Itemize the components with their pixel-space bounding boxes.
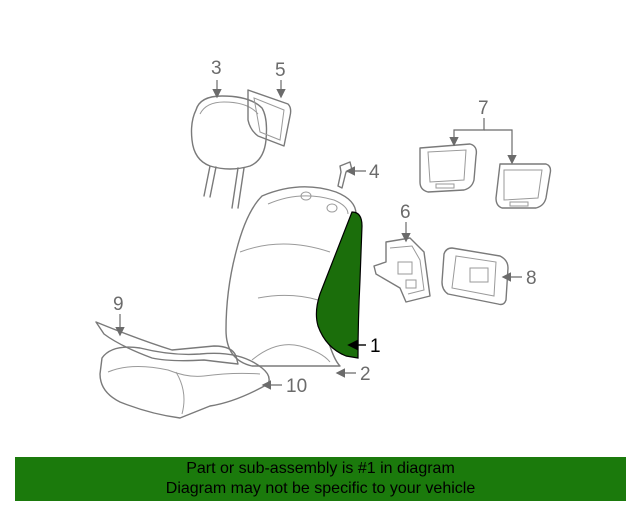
leader-lines	[115, 80, 522, 390]
callout-10: 10	[286, 376, 307, 397]
callout-7: 7	[478, 98, 489, 119]
notice-line-1: Part or sub-assembly is #1 in diagram	[186, 460, 455, 477]
monitor-left-part	[419, 143, 478, 193]
seat-back-part	[225, 186, 357, 367]
callout-6: 6	[400, 202, 411, 223]
notice-line-2: Diagram may not be specific to your vehi…	[165, 480, 476, 497]
notice-banner: Part or sub-assembly is #1 in diagram Di…	[15, 457, 626, 501]
headrest-monitor-part	[247, 89, 292, 147]
back-panel-part-highlighted	[315, 211, 363, 359]
clip-part	[337, 161, 353, 189]
headrest-part	[190, 95, 268, 209]
callout-4: 4	[369, 162, 380, 183]
seat-cushion-part	[99, 346, 270, 419]
callout-8: 8	[526, 268, 537, 289]
seat-cushion-cover-part	[95, 321, 239, 365]
control-unit-part	[441, 247, 509, 306]
callout-3: 3	[211, 58, 222, 79]
callout-1: 1	[370, 336, 381, 357]
monitor-right-part	[495, 163, 552, 209]
callout-9: 9	[113, 294, 124, 315]
callout-5: 5	[275, 60, 286, 81]
callout-2: 2	[360, 364, 371, 385]
bracket-module-part	[373, 237, 431, 303]
